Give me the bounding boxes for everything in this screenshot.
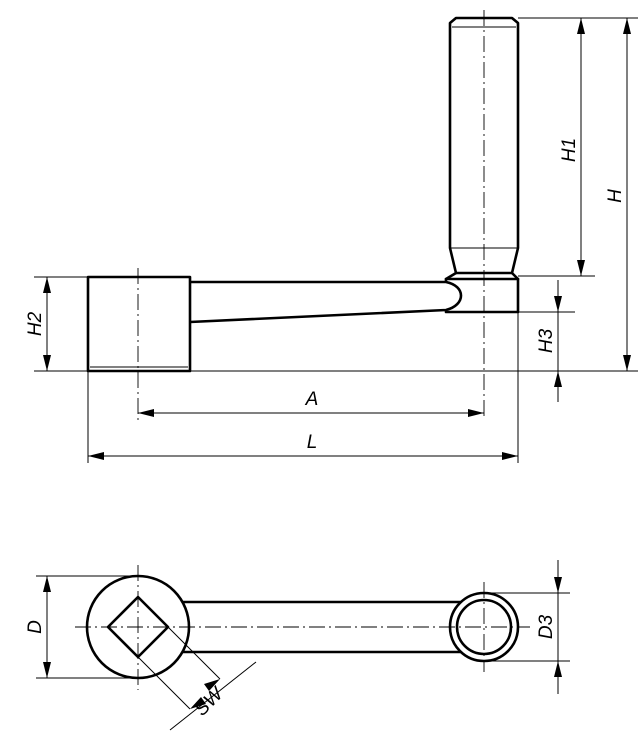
dimension-A: A (138, 389, 484, 417)
dimension-L: L (88, 432, 518, 460)
dimension-D3: D3 (536, 560, 562, 694)
dimension-A-label: A (305, 389, 319, 410)
top-view: D D3 SW (25, 560, 570, 731)
dimension-H3: H3 (536, 280, 562, 402)
dimension-D: D (25, 576, 51, 678)
hub (86, 275, 192, 373)
dimension-D-label: D (25, 620, 46, 634)
dimension-H2: H2 (25, 277, 51, 371)
dimension-H2-label: H2 (25, 311, 46, 336)
dimension-H: H (605, 18, 631, 371)
crank-arm (182, 280, 463, 324)
side-view: H H1 H2 H3 A (25, 10, 638, 463)
dimension-H1: H1 (559, 18, 585, 276)
dimension-H1-label: H1 (559, 138, 580, 162)
dimension-H-label: H (605, 189, 626, 203)
dimension-D3-label: D3 (536, 614, 557, 639)
dimension-H3-label: H3 (536, 328, 557, 353)
dimension-L-label: L (307, 432, 318, 453)
